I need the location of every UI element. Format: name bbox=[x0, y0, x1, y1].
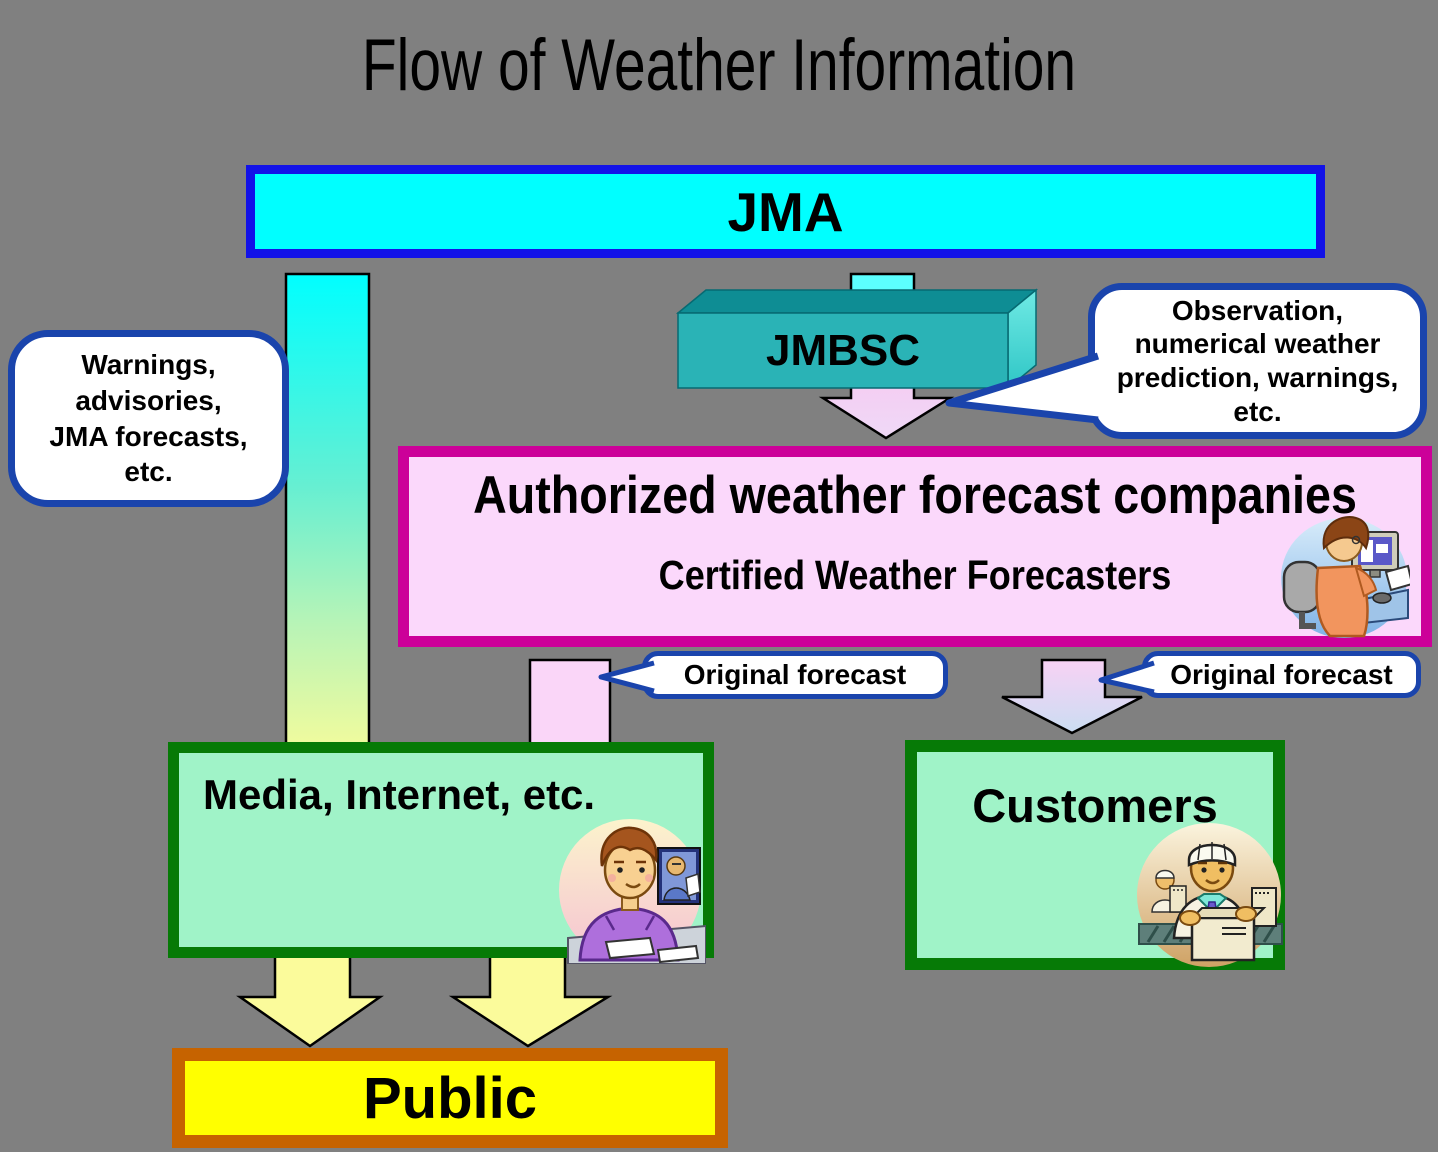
original-forecast-left-text: Original forecast bbox=[683, 659, 907, 690]
arrow-jma-to-media-shaft bbox=[284, 272, 371, 746]
arrow-media-to-public-right bbox=[448, 953, 613, 1048]
arrow-authorized-to-customers bbox=[1001, 658, 1143, 735]
original-forecast-right-text: Original forecast bbox=[1170, 658, 1393, 690]
media-internet-label: Media, Internet, etc. bbox=[203, 771, 596, 818]
observation-callout: Observation, numerical weather predictio… bbox=[1088, 283, 1427, 439]
original-forecast-callout-right: Original forecast bbox=[1142, 651, 1421, 698]
jma-box: JMA bbox=[246, 165, 1325, 258]
public-label: Public bbox=[362, 1065, 538, 1131]
original-forecast-callout-left: Original forecast bbox=[642, 651, 948, 699]
factory-worker-icon bbox=[1137, 823, 1283, 967]
arrow-authorized-to-media-shaft bbox=[528, 658, 612, 746]
page-title: Flow of Weather Information bbox=[361, 25, 1077, 106]
news-anchor-icon bbox=[559, 819, 706, 964]
jmbsc-label: JMBSC bbox=[765, 326, 921, 375]
authorized-companies-title: Authorized weather forecast companies bbox=[473, 466, 1357, 525]
jma-label: JMA bbox=[727, 180, 844, 243]
authorized-companies-box: Authorized weather forecast companies Ce… bbox=[398, 446, 1432, 647]
woman-at-computer-icon bbox=[1281, 516, 1410, 638]
customers-label: Customers bbox=[972, 779, 1218, 832]
jmbsc-box-top-face bbox=[675, 289, 1039, 314]
certified-forecasters-label: Certified Weather Forecasters bbox=[658, 552, 1172, 598]
arrow-media-to-public-left bbox=[236, 953, 384, 1048]
warnings-callout-text: Warnings, advisories, JMA forecasts, etc… bbox=[49, 349, 248, 488]
observation-callout-text: Observation, numerical weather predictio… bbox=[1116, 294, 1399, 427]
warnings-callout: Warnings, advisories, JMA forecasts, etc… bbox=[8, 330, 289, 507]
public-box: Public bbox=[172, 1048, 728, 1148]
